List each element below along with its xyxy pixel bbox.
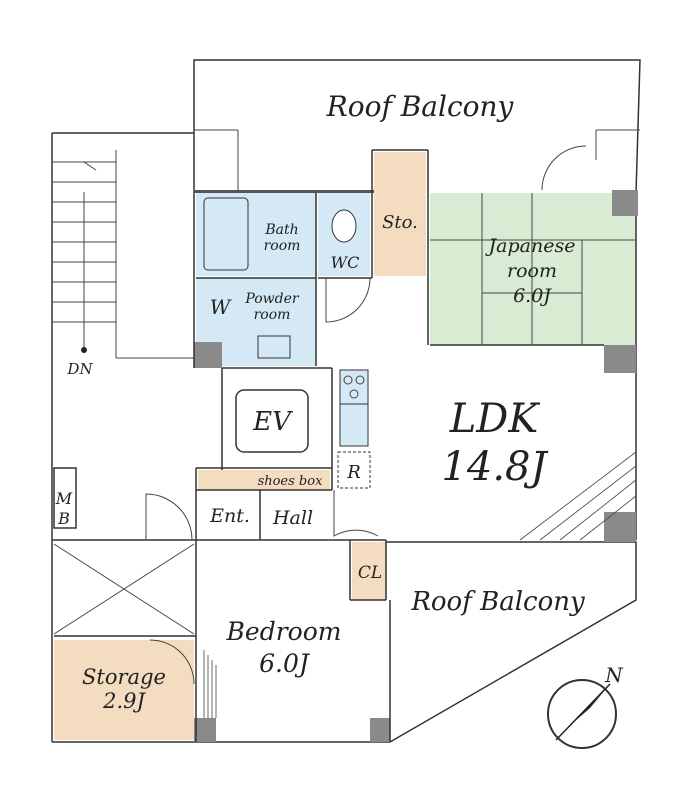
japanese-room-label-line2: room: [507, 260, 557, 282]
door-swings: [145, 145, 587, 685]
closet-area: [352, 542, 386, 600]
closet-label: CL: [358, 563, 382, 583]
toilet: [331, 209, 357, 243]
north-compass: [547, 679, 617, 749]
japanese-room-size-label: 6.0J: [513, 285, 552, 307]
tatami-pattern: [430, 193, 636, 345]
interior-walls: [52, 149, 604, 742]
hall-label: Hall: [272, 507, 313, 529]
wc-label: WC: [331, 253, 360, 272]
storage-small-label: Sto.: [382, 212, 418, 233]
bedroom-window-hatching: [203, 650, 217, 718]
storage-size-label: 2.9J: [102, 689, 146, 713]
bath-room-label-line2: room: [264, 238, 301, 254]
basin: [257, 335, 291, 359]
japanese-room-label-line1: Japanese: [485, 235, 576, 257]
roof-balcony-right-label: Roof Balcony: [410, 587, 585, 617]
shoes-box-area: [198, 470, 330, 490]
void-box: [53, 543, 195, 635]
refrigerator-label: R: [346, 462, 361, 483]
japanese-room-area: [430, 193, 636, 345]
bedroom-size-label: 6.0J: [259, 649, 311, 678]
powder-room-label-line2: room: [254, 307, 291, 323]
powder-room-label-line1: Powder: [244, 291, 300, 307]
roof-balcony-right-outline: [386, 541, 637, 743]
mb-label-line2: B: [57, 509, 70, 528]
washer-label: W: [210, 295, 232, 319]
staircase: [52, 150, 194, 359]
entrance-label: Ent.: [209, 505, 250, 527]
ldk-window-hatching: [519, 451, 637, 541]
kitchen-sink: [339, 403, 369, 447]
ev-label: EV: [252, 407, 293, 437]
kitchen-stove: [339, 369, 369, 405]
north-label: N: [604, 663, 624, 687]
elevator-shaft: [235, 389, 309, 453]
refrigerator-space: [337, 451, 371, 489]
shoes-box-label: shoes box: [258, 474, 324, 489]
storage-area: [54, 640, 194, 740]
storage-label: Storage: [82, 665, 166, 689]
bathtub: [203, 197, 249, 271]
roof-balcony-top-label: Roof Balcony: [326, 90, 515, 123]
ldk-label: LDK: [449, 396, 541, 442]
dn-label: DN: [66, 360, 93, 378]
mb-label-line1: M: [55, 489, 73, 508]
ldk-size-label: 14.8J: [441, 444, 548, 490]
bath-room-label-line1: Bath: [264, 222, 298, 238]
storage-small-area: [374, 152, 426, 276]
roof-balcony-top-outline: [193, 59, 641, 194]
mb-box: [53, 467, 77, 529]
bedroom-label: Bedroom: [226, 617, 342, 646]
